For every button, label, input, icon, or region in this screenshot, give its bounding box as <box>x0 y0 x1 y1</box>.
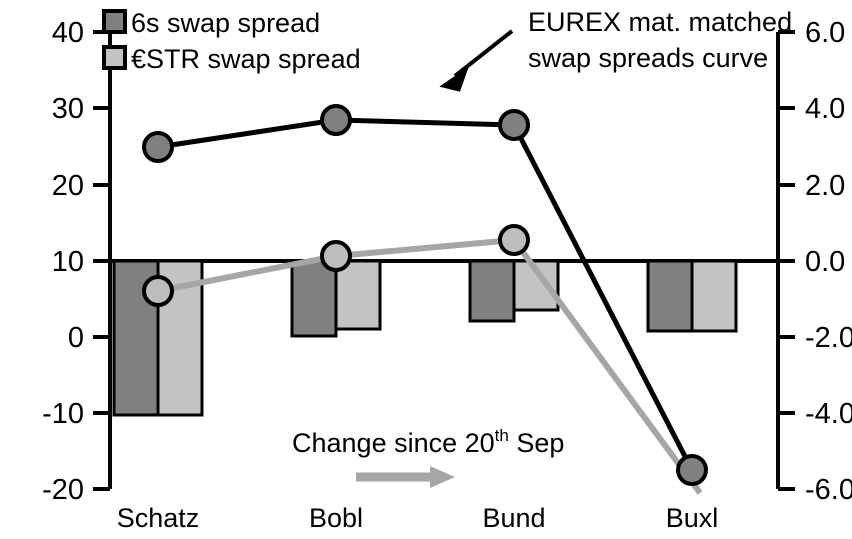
legend-label-6s: 6s swap spread <box>131 8 320 38</box>
bar-estr-bobl <box>334 259 382 331</box>
left-tick-label-10: 10 <box>52 246 84 278</box>
marker-eurex-schatz <box>142 131 174 163</box>
eurex-curve-line <box>157 117 695 472</box>
left-axis-tick-labels: 40 30 20 10 0 -10 -20 <box>42 17 84 506</box>
bar-6s-bund <box>468 259 516 323</box>
estr-curve-line <box>157 236 703 495</box>
marker-eurex-buxl <box>676 454 708 486</box>
legend-swatch-6s <box>102 9 127 34</box>
marker-estr-bund <box>498 224 530 256</box>
annotation-change-note: Change since 20th Sep <box>292 426 564 488</box>
right-tick-label-neg6: -6.0 <box>805 474 852 506</box>
left-tick-label-neg20: -20 <box>42 474 84 506</box>
annotation-eurex-line2: swap spreads curve <box>528 43 768 73</box>
category-label-bobl: Bobl <box>309 503 363 533</box>
right-tick-label-2: 2.0 <box>805 170 845 202</box>
category-label-bund: Bund <box>482 503 545 533</box>
annotation-change-suffix: Sep <box>509 428 565 458</box>
annotation-arrow-icon <box>439 29 514 92</box>
left-tick-label-20: 20 <box>52 170 84 202</box>
left-axis <box>93 30 112 491</box>
annotation-change-text: Change since 20th Sep <box>292 426 564 458</box>
right-tick-label-6: 6.0 <box>805 17 845 49</box>
bar-group-buxl <box>646 259 738 333</box>
right-axis <box>776 30 795 491</box>
left-tick-label-40: 40 <box>52 17 84 49</box>
marker-estr-bobl <box>320 240 352 272</box>
chart-legend: 6s swap spread €STR swap spread <box>102 8 361 74</box>
right-tick-label-4: 4.0 <box>805 93 845 125</box>
legend-label-estr: €STR swap spread <box>131 44 361 74</box>
annotation-change-prefix: Change since 20 <box>292 428 495 458</box>
left-tick-label-0: 0 <box>68 322 84 354</box>
right-axis-tick-labels: 6.0 4.0 2.0 0.0 -2.0 -4.0 -6.0 <box>805 17 852 506</box>
annotation-eurex-line1: EUREX mat. matched <box>528 7 792 37</box>
annotation-change-sup: th <box>495 426 509 445</box>
bar-estr-buxl <box>690 259 738 333</box>
marker-estr-schatz <box>142 275 174 307</box>
change-arrow-icon <box>356 466 455 488</box>
legend-swatch-estr <box>102 45 127 70</box>
category-axis-labels: Schatz Bobl Bund Buxl <box>117 503 719 533</box>
right-tick-label-neg4: -4.0 <box>805 398 852 430</box>
right-tick-label-0: 0.0 <box>805 246 845 278</box>
annotation-eurex-note: EUREX mat. matched swap spreads curve <box>439 7 792 92</box>
category-label-buxl: Buxl <box>666 503 719 533</box>
bar-group-bund <box>468 259 560 323</box>
category-label-schatz: Schatz <box>117 503 200 533</box>
marker-eurex-bund <box>498 109 530 141</box>
marker-eurex-bobl <box>320 104 352 136</box>
eurex-curve-markers <box>142 104 708 486</box>
estr-curve-markers <box>142 224 530 307</box>
bar-6s-bobl <box>290 259 338 338</box>
right-tick-label-neg2: -2.0 <box>805 322 852 354</box>
bar-group-bobl <box>290 259 382 338</box>
left-tick-label-30: 30 <box>52 93 84 125</box>
left-tick-label-neg10: -10 <box>42 398 84 430</box>
bar-6s-buxl <box>646 259 694 333</box>
